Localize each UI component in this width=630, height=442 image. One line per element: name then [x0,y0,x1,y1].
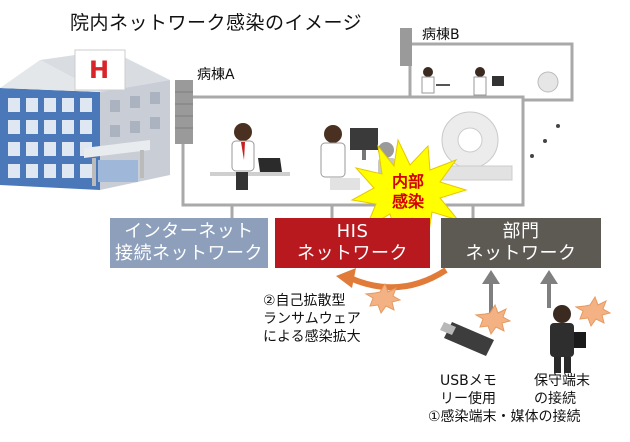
ward-a-server-icon [175,80,193,144]
maintenance-terminal-icon [550,305,586,373]
usb-caption-line2: リー使用 [440,391,496,407]
office-worker-icon [210,123,290,190]
usb-caption: USBメモ リー使用 [440,372,497,408]
upward-arrows [482,270,558,318]
spread-arrow [336,267,448,291]
spread-caption: ②自己拡散型 ランサムウェア による感染拡大 [263,292,361,346]
department-network-box: 部門 ネットワーク [441,218,601,268]
hospital-sign: H [89,56,110,84]
usb-caption-line1: USBメモ [440,373,497,389]
terminal-caption: 保守端末 の接続 [534,372,590,408]
his-network-line1: HIS [336,221,369,242]
ward-b-server-icon [400,28,412,66]
internet-network-box: インターネット 接続ネットワーク [110,218,268,268]
hospital-building-icon [0,49,170,190]
ward-b-label: 病棟B [422,27,460,43]
terminal-caption-line2: の接続 [534,391,576,407]
his-network-line2: ネットワーク [297,243,408,264]
terminal-caption-line1: 保守端末 [534,373,590,389]
spread-caption-line1: ②自己拡散型 [263,293,346,309]
page-title: 院内ネットワーク感染のイメージ [70,12,363,34]
department-network-line1: 部門 [502,221,540,242]
internet-network-line2: 接続ネットワーク [115,243,263,264]
internet-network-line1: インターネット [124,221,254,242]
usb-memory-icon [440,322,494,356]
internal-infection-line2: 感染 [391,192,424,211]
internal-infection-label: 内部 感染 [388,172,428,212]
internal-infection-line1: 内部 [391,172,424,191]
ward-b-staff-icon [421,67,559,96]
connector-lines [230,98,572,218]
his-network-box: HIS ネットワーク [275,218,430,268]
scanner-icon [439,111,513,181]
spread-caption-line3: による感染拡大 [263,329,361,345]
department-network-line2: ネットワーク [465,243,577,264]
infected-device-caption: ①感染端末・媒体の接続 [428,409,581,425]
small-burst-icons [364,282,612,336]
more-wards-dots-icon [530,124,560,158]
spread-caption-line2: ランサムウェア [263,311,361,327]
ward-a-label: 病棟A [197,67,235,83]
